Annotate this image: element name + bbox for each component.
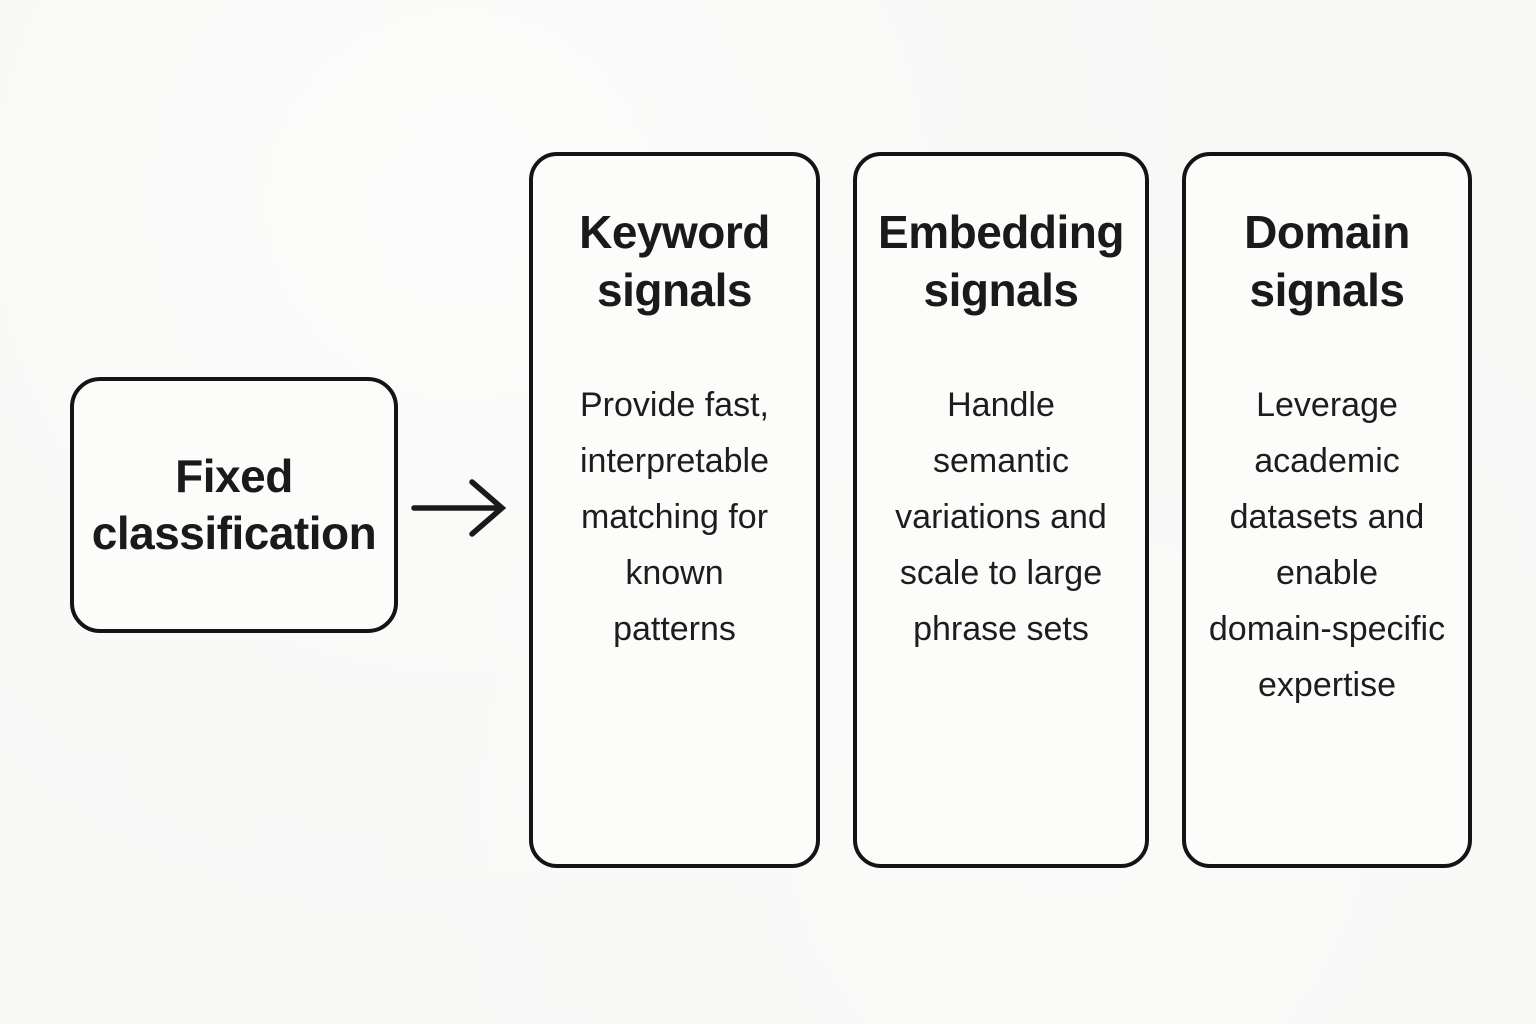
domain-signals-description: Leverage academic datasets and enable do…	[1208, 386, 1446, 704]
domain-signals-title: Domain signals	[1244, 206, 1410, 316]
keyword-signals-title: Keyword signals	[579, 206, 770, 316]
embedding-signals-card: Embedding signals Handle semantic variat…	[853, 152, 1149, 868]
right-arrow-icon	[411, 479, 507, 537]
fixed-classification-box: Fixed classification	[70, 377, 398, 633]
embedding-signals-description: Handle semantic variations and scale to …	[895, 386, 1107, 648]
fixed-classification-label: Fixed classification	[91, 449, 377, 560]
keyword-signals-description: Provide fast, interpretable matching for…	[579, 386, 769, 648]
embedding-signals-title: Embedding signals	[878, 206, 1124, 316]
domain-signals-card: Domain signals Leverage academic dataset…	[1182, 152, 1472, 868]
keyword-signals-card: Keyword signals Provide fast, interpreta…	[529, 152, 820, 868]
